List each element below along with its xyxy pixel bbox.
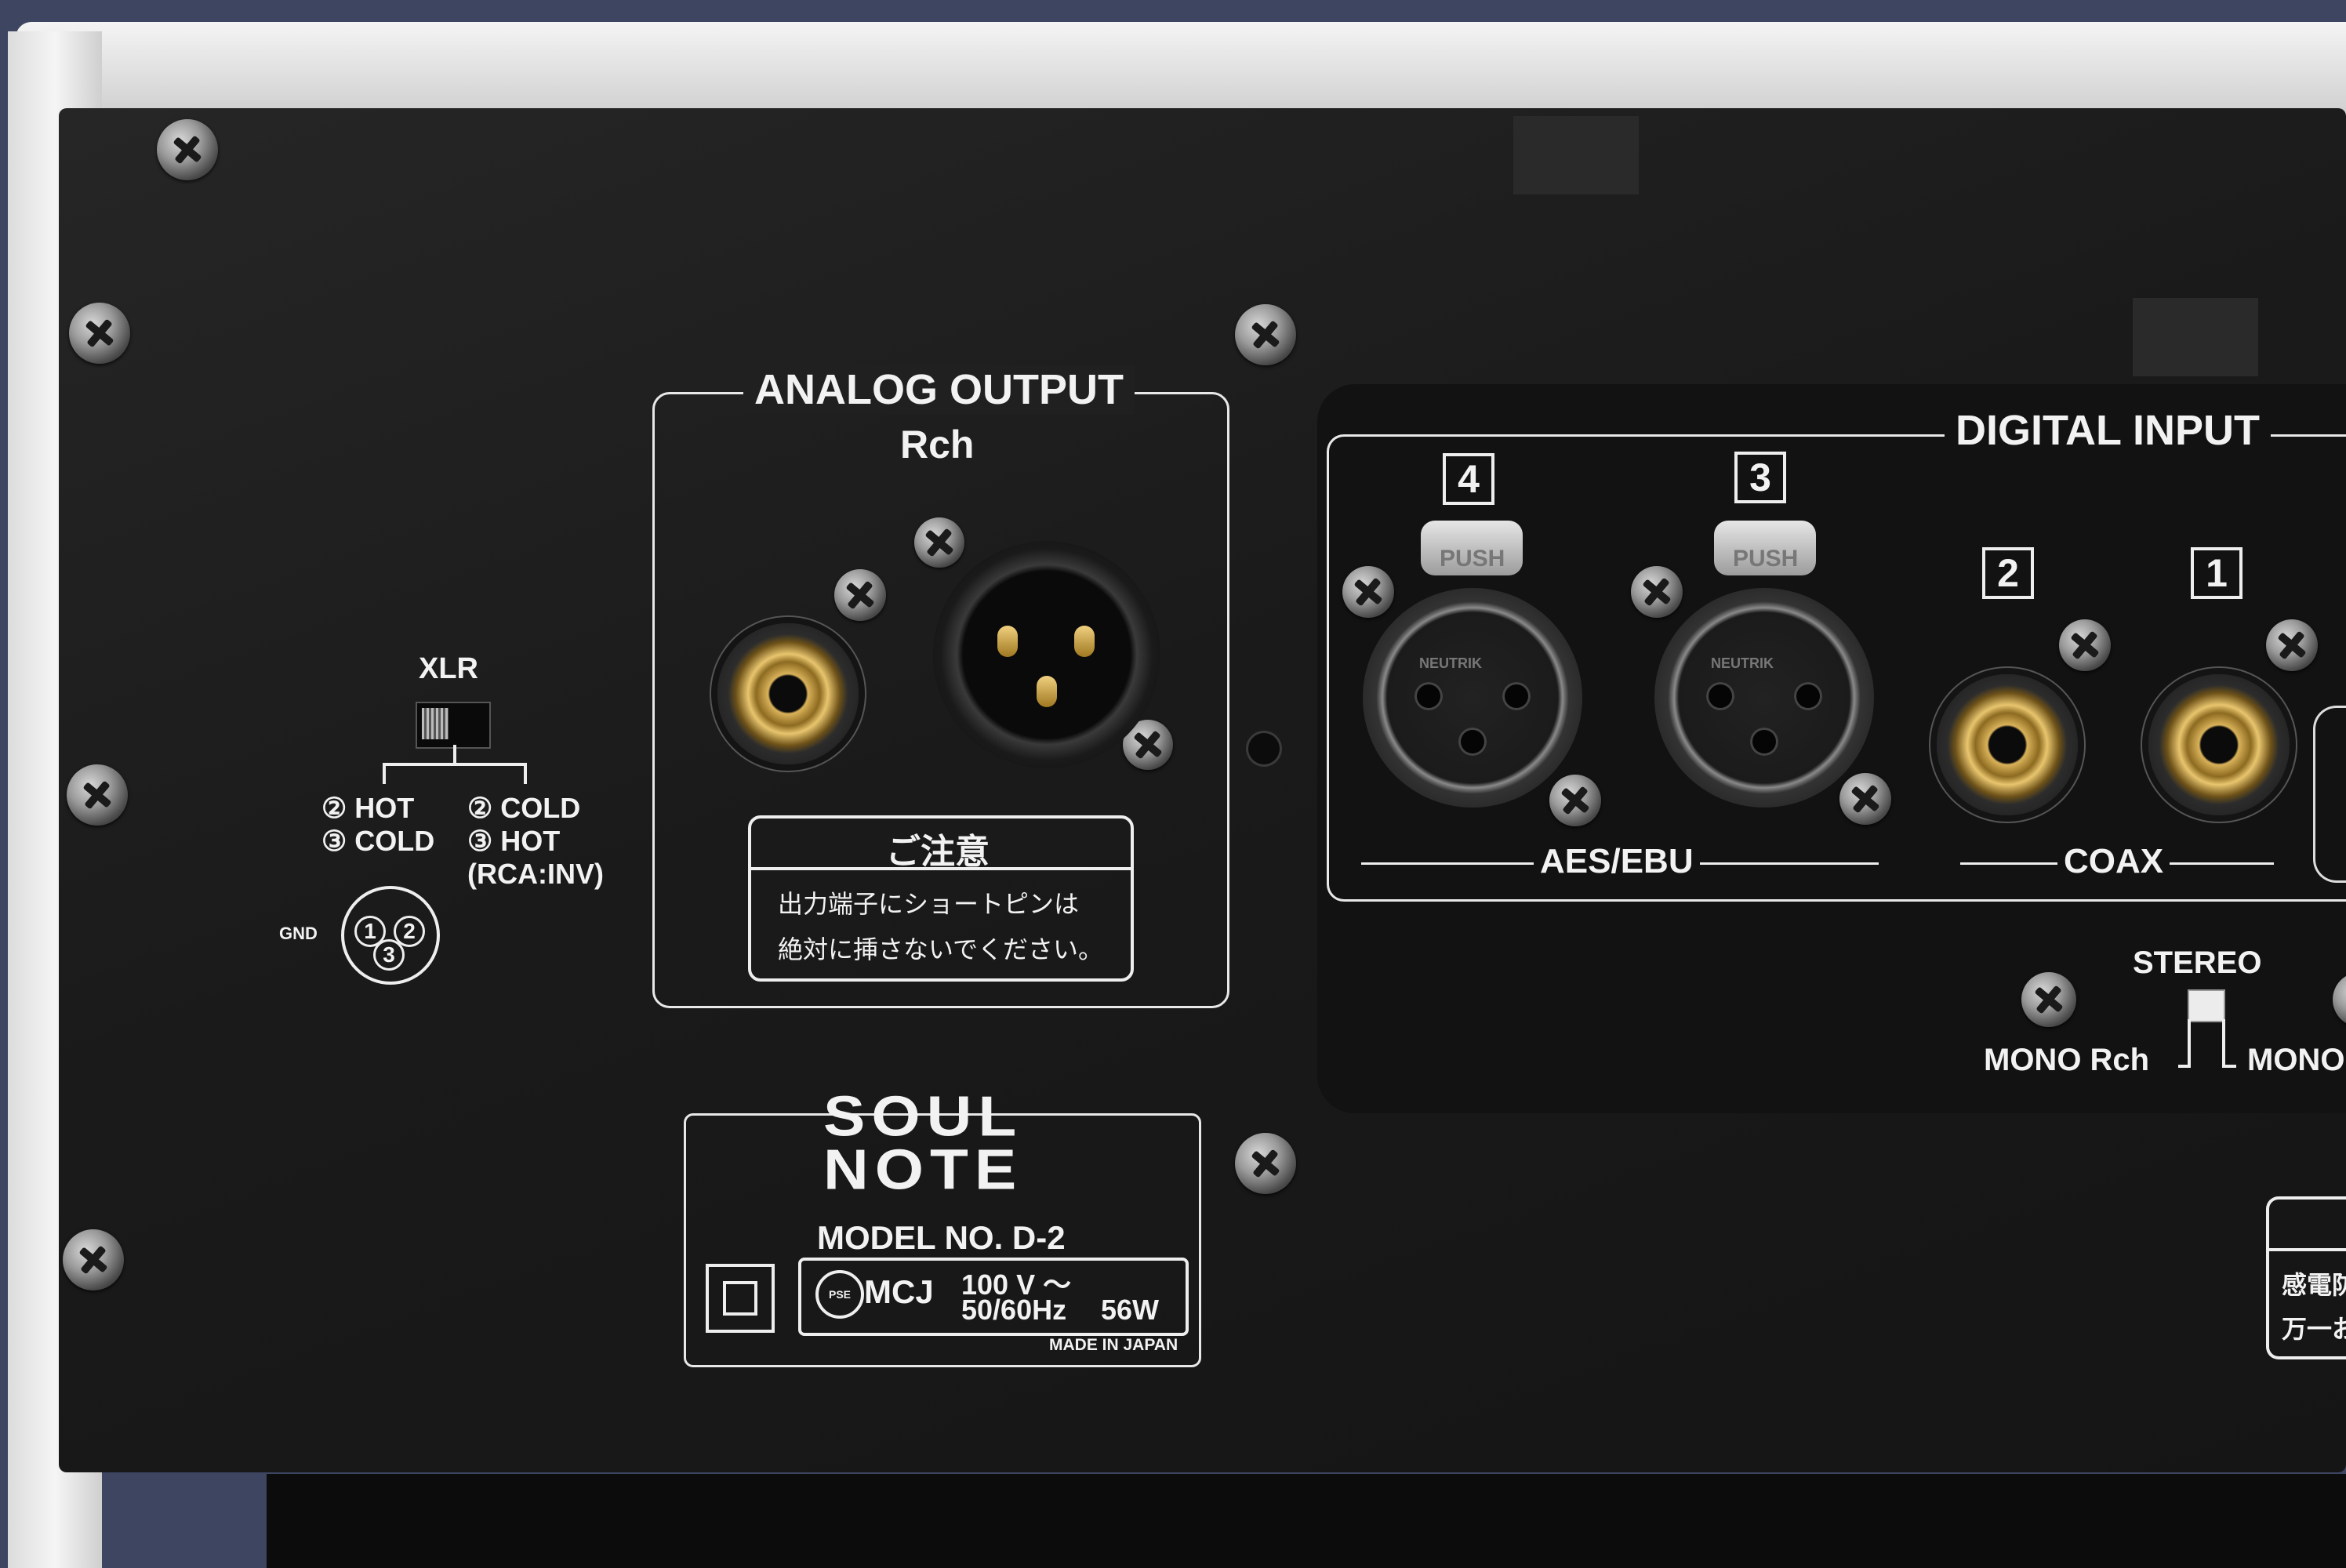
xlr-pin: [997, 626, 1018, 657]
right-pos-cold: ② COLD: [467, 792, 581, 824]
notice-line2: 絶対に挿さないでください。: [778, 935, 1104, 964]
notice-title: ご注意: [886, 833, 990, 871]
right-pos-inv: (RCA:INV): [467, 858, 604, 890]
screw-icon: [69, 303, 130, 364]
warning-line1: 感電防: [2282, 1271, 2346, 1299]
neutrik-brand: NEUTRIK: [1711, 655, 1774, 671]
mode-switch[interactable]: [2188, 989, 2225, 1022]
warning-line2: 万一お: [2282, 1315, 2346, 1343]
digital-input-title: DIGITAL INPUT: [1945, 406, 2271, 455]
xlr-output-jack[interactable]: [933, 541, 1160, 768]
adjacent-connector: [2313, 706, 2346, 883]
screw-icon: [2021, 972, 2076, 1027]
screw-icon: [67, 764, 128, 826]
screw-icon: [63, 1229, 124, 1290]
release-latch-label: PUSH: [1440, 546, 1505, 572]
right-pos-hot: ③ HOT: [467, 825, 561, 857]
mode-switch-bracket: [2178, 1019, 2236, 1068]
pin-1: 1: [354, 916, 386, 947]
screw-icon: [914, 517, 964, 568]
warning-plate: [2266, 1196, 2346, 1359]
screw-icon: [2059, 619, 2111, 671]
stereo-label: STEREO: [2133, 946, 2262, 980]
release-latch-label: PUSH: [1733, 546, 1799, 572]
input-1-label: 1: [2191, 547, 2242, 599]
pin-3: 3: [373, 939, 405, 971]
aes-ebu-label: AES/EBU: [1534, 842, 1700, 881]
brand-logo-soul: SOUL: [823, 1084, 1023, 1148]
input-4-label: 4: [1443, 453, 1494, 505]
aes-ebu-input-3[interactable]: [1654, 588, 1874, 808]
top-cover: [16, 22, 2346, 116]
screw-icon: [1235, 1133, 1296, 1194]
voltage-rating: 100 V ～: [961, 1269, 1072, 1301]
power-rating: 56W: [1101, 1294, 1160, 1326]
brand-logo-note: NOTE: [823, 1138, 1023, 1201]
coax-input-1[interactable]: [2148, 674, 2290, 815]
screw-icon: [834, 569, 886, 621]
aes-ebu-input-4[interactable]: [1363, 588, 1582, 808]
digital-input-frame: [1327, 434, 2346, 902]
switch-knob: [422, 708, 448, 739]
screw-icon: [1235, 304, 1296, 365]
gnd-label: GND: [279, 924, 318, 943]
notice-line1: 出力端子にショートピンは: [778, 890, 1080, 918]
neutrik-brand: NEUTRIK: [1419, 655, 1482, 671]
tape-patch: [1513, 116, 1639, 194]
screw-icon: [157, 119, 218, 180]
xlr-polarity-switch[interactable]: [416, 702, 491, 749]
rca-output-jack[interactable]: [717, 623, 859, 764]
notice-divider: [751, 867, 1131, 870]
rating-box: [798, 1258, 1189, 1336]
pse-mark-icon: PSE: [815, 1270, 864, 1319]
mono-lch-label: MONO: [2247, 1043, 2345, 1077]
label-plate: [684, 1113, 1201, 1367]
left-pos-hot: ② HOT: [321, 792, 415, 824]
screw-icon: [1549, 775, 1601, 826]
frequency-rating: 50/60Hz: [961, 1294, 1067, 1326]
input-3-label: 3: [1734, 452, 1786, 503]
notice-box: [748, 815, 1134, 982]
xlr-pin-diagram: [341, 886, 440, 985]
screw-icon: [1631, 566, 1683, 618]
screw-icon: [1839, 773, 1891, 825]
left-pos-cold: ③ COLD: [321, 825, 435, 857]
pin-2: 2: [394, 916, 425, 947]
cert-mark: MCJ: [864, 1273, 934, 1310]
coax-input-2[interactable]: [1937, 674, 2078, 815]
origin-label: MADE IN JAPAN: [1049, 1336, 1178, 1354]
foot: [267, 1474, 2346, 1568]
tape-patch: [2133, 298, 2258, 376]
led-hole: [1248, 733, 1280, 764]
screw-icon: [2266, 619, 2318, 671]
model-number: MODEL NO. D-2: [817, 1219, 1066, 1256]
mono-rch-label: MONO Rch: [1984, 1043, 2150, 1077]
coax-label: COAX: [2057, 842, 2170, 881]
switch-bracket: [383, 745, 527, 784]
xlr-pin: [1074, 626, 1095, 657]
screw-icon: [1342, 566, 1394, 618]
xlr-pin: [1037, 676, 1057, 707]
input-2-label: 2: [1982, 547, 2034, 599]
analog-output-title: ANALOG OUTPUT: [743, 365, 1135, 414]
screw-icon: [2333, 972, 2346, 1027]
analog-output-channel: Rch: [900, 423, 975, 466]
xlr-switch-title: XLR: [419, 652, 478, 685]
double-insulation-icon: [706, 1264, 775, 1333]
release-latch[interactable]: [1421, 521, 1523, 575]
release-latch[interactable]: [1714, 521, 1816, 575]
